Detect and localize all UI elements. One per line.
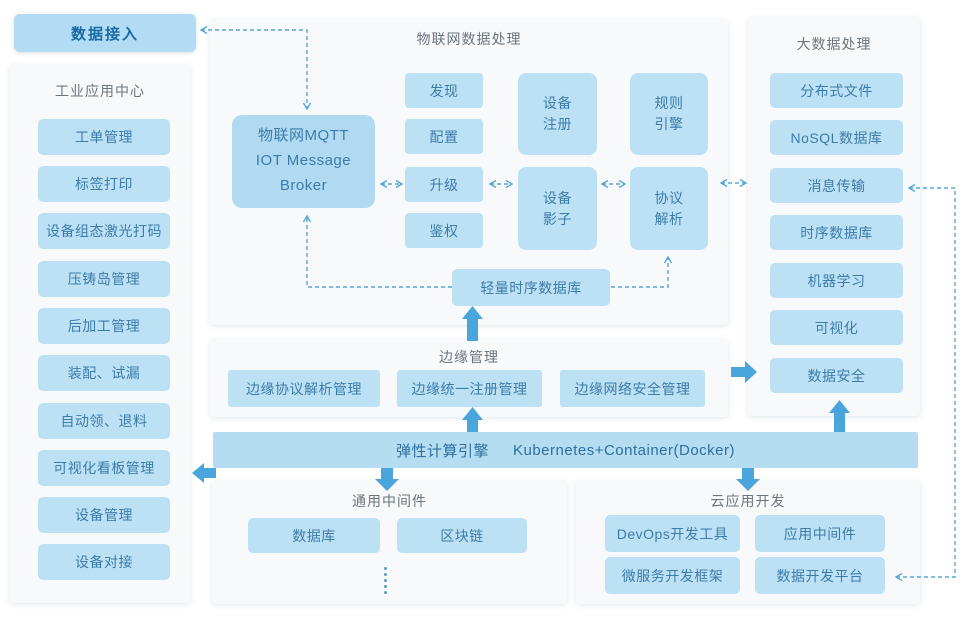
node-device-integration: 设备对接 [38, 544, 170, 580]
node-configuration: 配置 [405, 119, 483, 154]
iot-title: 物联网数据处理 [416, 31, 522, 47]
industrial-apps-panel: 工业应用中心 工单管理 标签打印 设备组态激光打码 压铸岛管理 后加工管理 装配… [10, 65, 190, 603]
middleware-panel: 通用中间件 数据库 区块链 [212, 481, 567, 604]
node-blockchain: 区块链 [397, 518, 527, 553]
compute-engine-bar: 弹性计算引擎 Kubernetes+Container(Docker) [213, 432, 918, 468]
node-protocol-parsing: 协议 解析 [630, 167, 708, 250]
node-app-middleware: 应用中间件 [755, 515, 885, 552]
node-edge-protocol-parsing-mgmt: 边缘协议解析管理 [228, 370, 380, 407]
node-auto-material-handling: 自动领、退料 [38, 403, 170, 439]
compute-engine-label: 弹性计算引擎 [395, 442, 489, 460]
node-discovery: 发现 [405, 73, 483, 108]
kubernetes-container-label: Kubernetes+Container(Docker) [512, 441, 736, 459]
node-work-order-mgmt: 工单管理 [38, 119, 170, 155]
node-device-shadow: 设备 影子 [518, 167, 597, 250]
cloud-panel: 云应用开发 DevOps开发工具 应用中间件 微服务开发框架 数据开发平台 [576, 481, 920, 604]
node-label-printing: 标签打印 [38, 166, 170, 202]
node-data-dev-platform: 数据开发平台 [755, 557, 885, 594]
cloud-title: 云应用开发 [710, 493, 786, 509]
node-distributed-file: 分布式文件 [770, 73, 903, 108]
node-device-registration: 设备 注册 [518, 73, 597, 155]
node-lightweight-tsdb: 轻量时序数据库 [452, 269, 610, 306]
node-iot-mqtt-broker: 物联网MQTT IOT Message Broker [232, 115, 375, 208]
node-authentication: 鉴权 [405, 213, 483, 248]
data-access-node: 数据接入 [14, 14, 196, 52]
node-post-processing-mgmt: 后加工管理 [38, 308, 170, 344]
industrial-apps-title: 工业应用中心 [55, 83, 145, 99]
node-die-cast-island-mgmt: 压铸岛管理 [38, 261, 170, 297]
node-database: 数据库 [248, 518, 380, 553]
node-machine-learning: 机器学习 [770, 263, 903, 298]
ellipsis-dots [384, 567, 387, 594]
node-data-security: 数据安全 [770, 358, 903, 393]
node-assembly-leak-test: 装配、试漏 [38, 355, 170, 391]
node-time-series-db: 时序数据库 [770, 215, 903, 250]
node-edge-unified-registration-mgmt: 边缘统一注册管理 [397, 370, 542, 407]
middleware-title: 通用中间件 [352, 493, 427, 509]
iot-panel: 物联网数据处理 物联网MQTT IOT Message Broker 发现 配置… [210, 20, 728, 325]
edge-panel: 边缘管理 边缘协议解析管理 边缘统一注册管理 边缘网络安全管理 [210, 340, 728, 417]
node-edge-network-security-mgmt: 边缘网络安全管理 [560, 370, 705, 407]
bigdata-title: 大数据处理 [796, 36, 872, 52]
node-microservice-framework: 微服务开发框架 [605, 557, 740, 594]
node-nosql-db: NoSQL数据库 [770, 120, 903, 155]
node-rule-engine: 规则 引擎 [630, 73, 708, 155]
node-device-config-laser-marking: 设备组态激光打码 [38, 213, 170, 249]
node-upgrade: 升级 [405, 167, 483, 202]
node-devops-tools: DevOps开发工具 [605, 515, 740, 552]
node-visualization: 可视化 [770, 310, 903, 345]
edge-title: 边缘管理 [439, 349, 499, 365]
bigdata-panel: 大数据处理 分布式文件 NoSQL数据库 消息传输 时序数据库 机器学习 可视化… [748, 18, 920, 416]
node-device-mgmt: 设备管理 [38, 497, 170, 533]
node-message-transfer: 消息传输 [770, 168, 903, 203]
node-visual-dashboard-mgmt: 可视化看板管理 [38, 450, 170, 486]
